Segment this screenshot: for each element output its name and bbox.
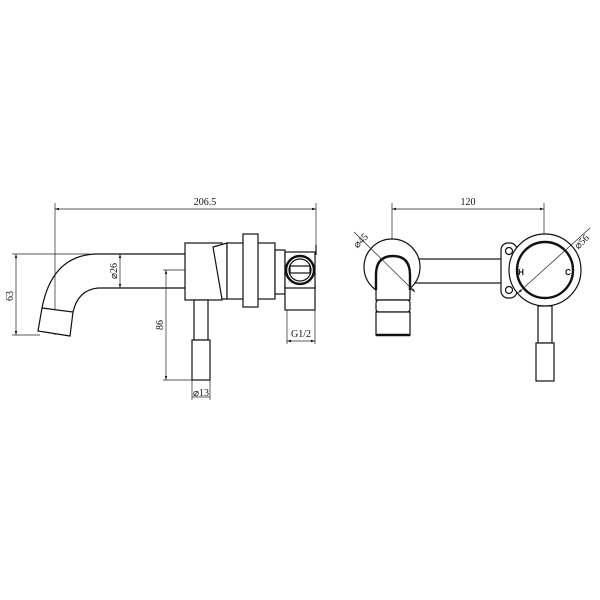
lever-handle <box>191 299 211 381</box>
spout <box>37 253 185 337</box>
handle-plate: H C ⌀56 <box>508 227 592 307</box>
dimension-spout-height: 63 <box>5 253 90 336</box>
lever-diameter-label: ⌀13 <box>193 388 209 399</box>
dimension-inlet-thread: G1/2 <box>286 310 316 344</box>
front-view: 120 ⌀45 H C ⌀56 <box>352 197 592 382</box>
spout-plate: ⌀45 <box>352 232 421 337</box>
spout-plate-diameter-label: ⌀45 <box>352 232 371 251</box>
connecting-body <box>414 258 516 284</box>
cold-label: C <box>565 268 571 277</box>
spout-diameter-label: ⌀26 <box>109 263 120 279</box>
spout-height-label: 63 <box>5 291 16 301</box>
side-view: 206.5 63 ⌀26 <box>5 197 317 400</box>
inlet-thread-label: G1/2 <box>291 329 311 340</box>
dimension-centre-distance: 120 <box>391 197 545 240</box>
centre-distance-label: 120 <box>461 197 476 208</box>
dimension-spout-diameter: ⌀26 <box>109 254 122 288</box>
dimension-lever-height: 86 <box>155 269 192 381</box>
front-lever-handle <box>535 305 555 382</box>
lever-height-label: 86 <box>155 320 166 330</box>
handle-plate-diameter-label: ⌀56 <box>573 233 592 252</box>
hot-label: H <box>518 268 524 277</box>
dimension-lever-diameter: ⌀13 <box>191 380 211 400</box>
mixer-body <box>184 233 317 311</box>
overall-length-label: 206.5 <box>194 197 217 208</box>
